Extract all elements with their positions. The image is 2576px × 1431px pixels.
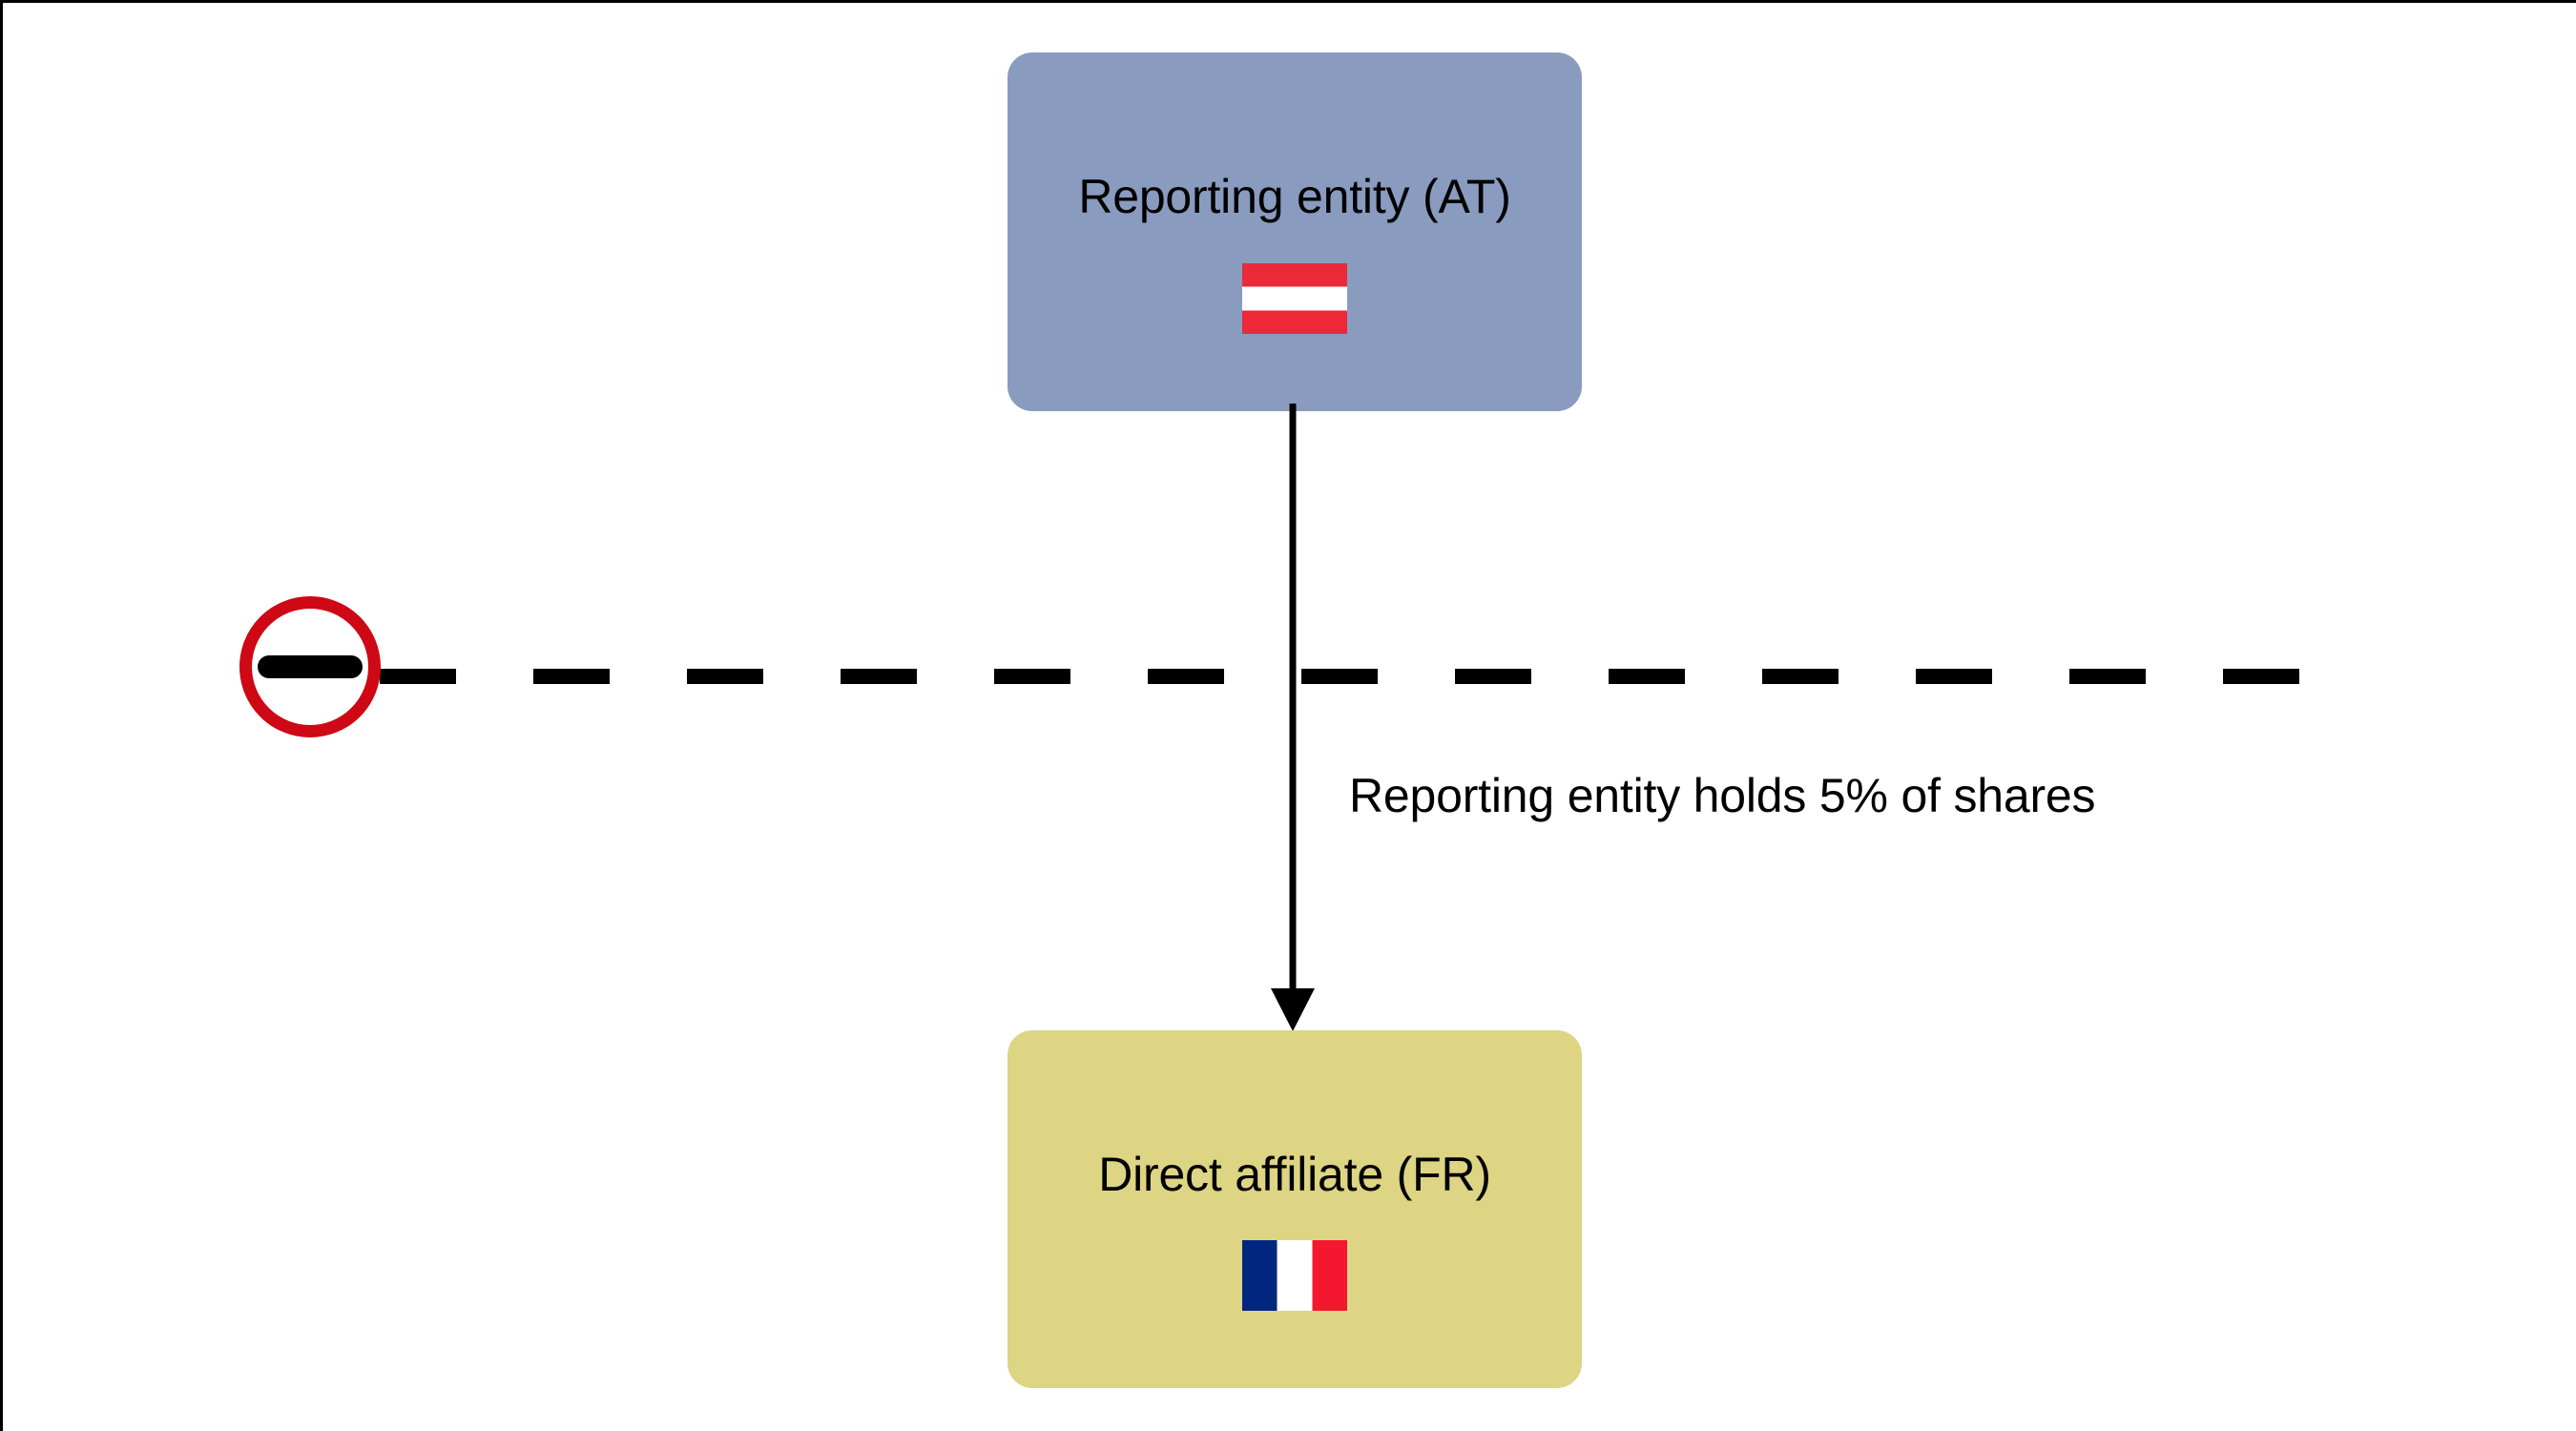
node-direct-affiliate[interactable]: Direct affiliate (FR): [1008, 1030, 1582, 1388]
ownership-edge-label: Reporting entity holds 5% of shares: [1349, 769, 2096, 822]
no-entry-icon[interactable]: [239, 596, 381, 737]
no-entry-bar: [258, 655, 363, 678]
node-direct-affiliate-label: Direct affiliate (FR): [1098, 1148, 1491, 1201]
france-flag-icon: [1242, 1239, 1347, 1311]
ownership-arrow: [1271, 404, 1315, 1031]
node-reporting-entity-label: Reporting entity (AT): [1078, 170, 1511, 223]
exclusion-dashed-line: [380, 669, 2326, 684]
node-reporting-entity[interactable]: Reporting entity (AT): [1008, 52, 1582, 411]
austria-flag-icon: [1242, 262, 1347, 334]
